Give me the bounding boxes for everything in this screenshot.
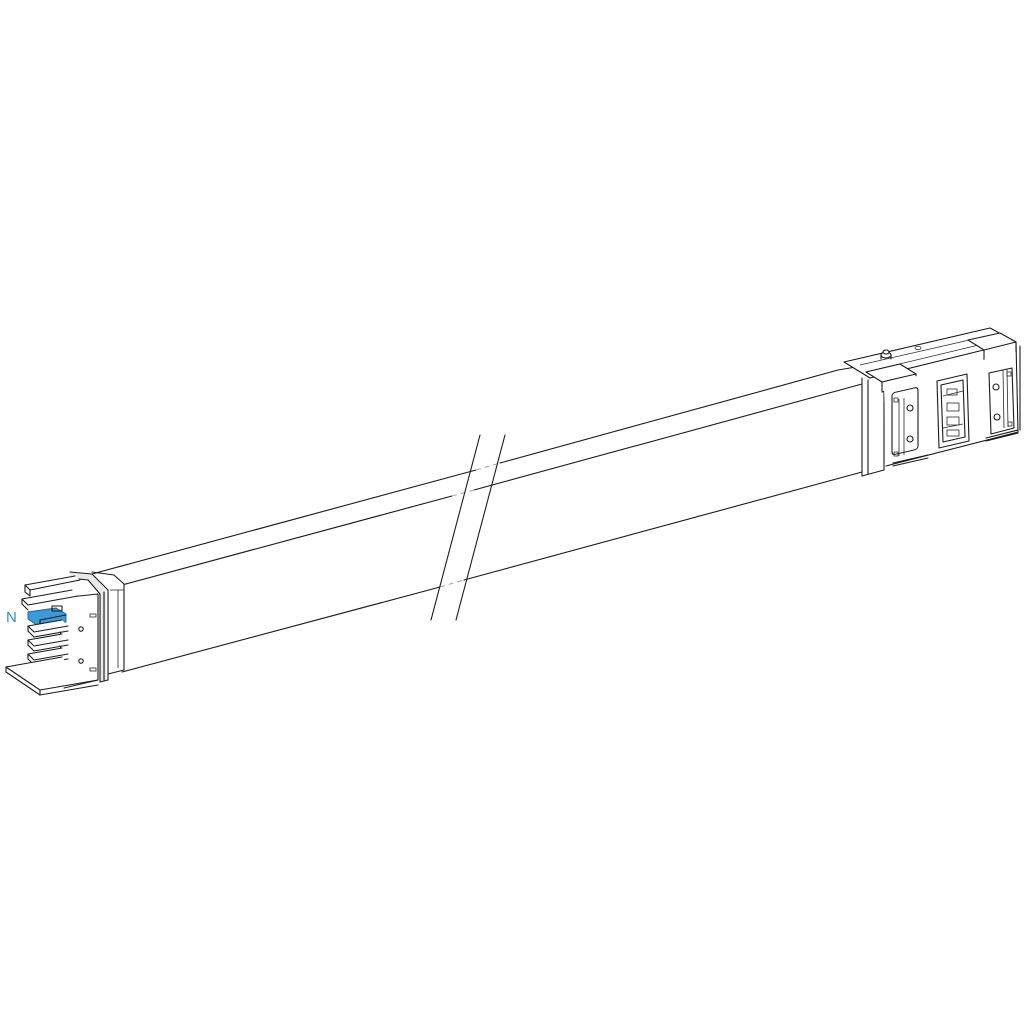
bolt-icon <box>78 658 84 664</box>
bolt-icon <box>78 626 84 632</box>
bolt-icon <box>992 383 1000 391</box>
left-end-collar <box>91 571 125 675</box>
top-clamp-right <box>967 332 1017 361</box>
phase-bar-1 <box>27 619 69 638</box>
trunking-casing <box>91 369 863 673</box>
neutral-label: N <box>6 609 17 626</box>
right-end-junction <box>837 327 1021 477</box>
top-rail <box>24 575 81 597</box>
bolt-icon <box>906 404 914 412</box>
left-end-flange <box>69 571 109 683</box>
bolt-icon <box>906 435 914 443</box>
bottom-tray <box>5 656 99 696</box>
top-bolt <box>880 345 922 360</box>
conductor-bars <box>5 575 99 696</box>
phase-bar-2 <box>27 633 69 652</box>
side-plate-left <box>891 387 929 467</box>
bolt-icon <box>993 413 1001 421</box>
break-lines <box>430 434 506 621</box>
center-plate <box>936 373 970 449</box>
side-plate-right <box>985 367 1019 442</box>
second-rail <box>21 589 79 611</box>
